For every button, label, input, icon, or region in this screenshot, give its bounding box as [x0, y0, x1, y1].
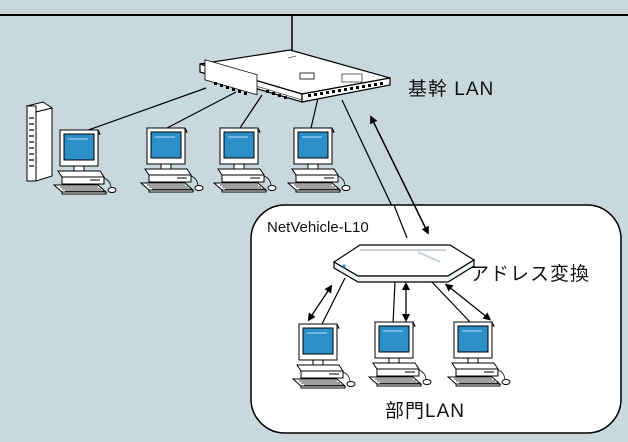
pc-core-1: [53, 129, 117, 195]
pc-core-4: [287, 127, 351, 193]
server-tower: [25, 101, 54, 182]
address-translation-label: アドレス変換: [470, 264, 591, 285]
core-switch: [199, 49, 391, 103]
pc-core-2: [140, 127, 204, 193]
link-arrow-left: [307, 284, 333, 322]
pc-core-3: [213, 127, 277, 193]
netvehicle-router: [332, 244, 476, 283]
uplink-arrow: [370, 115, 429, 235]
core-lan-label: 基幹 LAN: [408, 79, 495, 100]
product-name-label: NetVehicle-L10: [267, 219, 369, 236]
link-arrow-right: [444, 283, 492, 321]
department-lan-label: 部門LAN: [385, 401, 465, 422]
